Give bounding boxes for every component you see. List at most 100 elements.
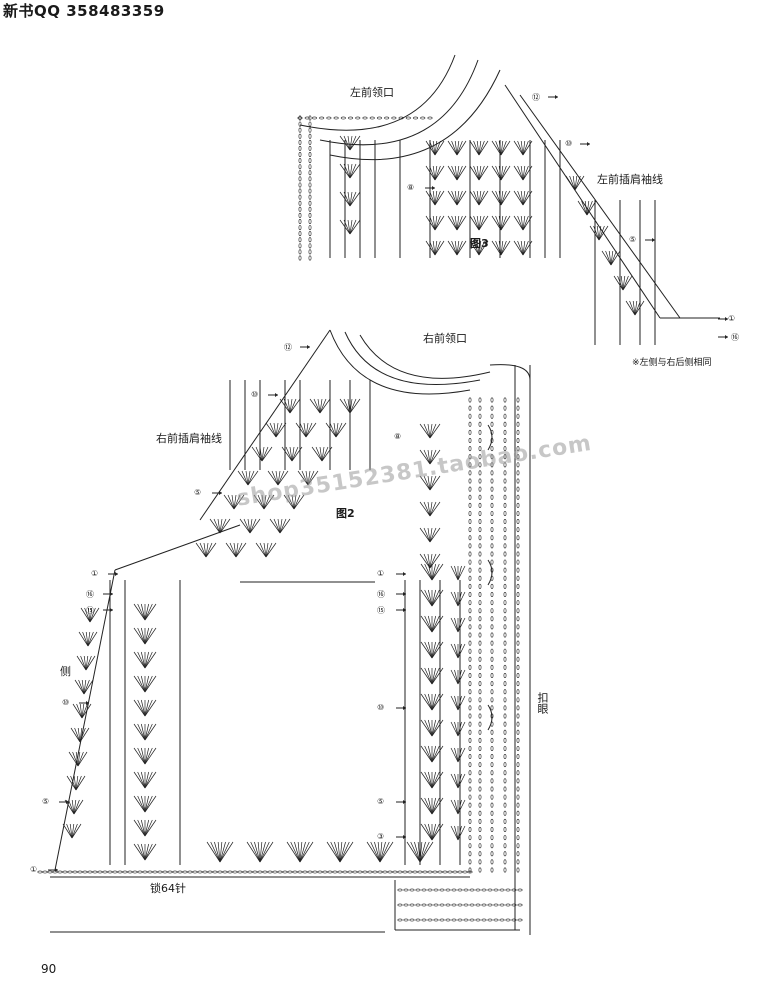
fan-stitch <box>81 703 92 719</box>
fig2-neck-curve <box>344 331 481 386</box>
fig2-foundation-chain <box>87 870 93 874</box>
fig2-band-corner <box>489 364 531 381</box>
fan-stitch <box>500 165 504 181</box>
fan-stitch <box>233 494 241 510</box>
fig2-band-chain <box>478 721 482 727</box>
fan-stitch <box>419 841 423 863</box>
fig3-edge-chain <box>298 182 302 188</box>
fig2-band-chain <box>516 600 520 606</box>
fig3-top-chain <box>427 116 433 120</box>
fan-stitch <box>450 747 459 763</box>
fan-stitch <box>74 679 85 695</box>
fan-stitch <box>79 727 86 743</box>
fan-stitch <box>622 275 629 291</box>
fan-stitch <box>144 843 157 861</box>
fig2-band-chain <box>478 697 482 703</box>
arrow-right-icon <box>587 142 590 146</box>
fig2-band-chain <box>409 903 415 907</box>
fig2-band-chain <box>503 859 507 865</box>
fig2-band-chain <box>490 486 494 492</box>
fan-stitch <box>572 175 576 191</box>
fig2-band-chain <box>468 729 472 735</box>
fan-stitch <box>144 795 157 813</box>
fig2-band-chain <box>468 446 472 452</box>
arrow-right-icon <box>115 572 118 576</box>
fig2-band-chain <box>490 786 494 792</box>
fan-stitch <box>424 589 433 607</box>
fig2-band-chain <box>403 918 409 922</box>
fig3-top-chain <box>311 116 317 120</box>
fig2-band-chain <box>503 446 507 452</box>
fan-stitch <box>431 719 444 737</box>
fig2-band-chain <box>503 624 507 630</box>
fan-stitch <box>605 250 612 266</box>
fan-stitch <box>339 163 351 179</box>
fig2-band-chain <box>516 438 520 444</box>
fan-stitch <box>144 795 153 813</box>
fan-stitch <box>476 165 480 181</box>
fan-stitch <box>349 163 361 179</box>
fan-stitch <box>195 542 207 558</box>
fig2-band-chain <box>516 640 520 646</box>
fan-stitch <box>431 589 440 607</box>
fig2-band-chain <box>490 551 494 557</box>
fig2-band-chain <box>516 745 520 751</box>
fig2-row-marker: ⑧ <box>394 432 402 441</box>
fig3-edge-chain <box>298 164 302 170</box>
fig2-band-chain <box>503 835 507 841</box>
fan-stitch <box>137 651 146 669</box>
fig2-band-chain <box>409 888 415 892</box>
fan-stitch <box>491 165 502 181</box>
fig2-band-chain <box>516 583 520 589</box>
fig2-band-chain <box>516 575 520 581</box>
fan-stitch <box>427 667 433 685</box>
fig2-band-chain <box>503 826 507 832</box>
fig2-row-marker: ③ <box>377 832 385 841</box>
fan-stitch <box>429 165 436 181</box>
fig2-band-chain <box>503 470 507 476</box>
fan-stitch <box>89 607 93 623</box>
fan-stitch <box>133 771 146 789</box>
fan-stitch <box>137 747 146 765</box>
fig2-band-chain <box>478 859 482 865</box>
fig2-row-marker: ① <box>91 569 99 578</box>
fig2-band-chain <box>468 835 472 841</box>
fan-stitch <box>245 470 249 486</box>
fig2-band-chain <box>516 867 520 873</box>
fan-stitch <box>233 494 245 510</box>
fan-stitch <box>473 190 480 206</box>
fig2-band-chain <box>516 648 520 654</box>
fig2-foundation-chain <box>227 870 233 874</box>
fan-stitch <box>457 773 466 789</box>
fig3-edge-chain <box>298 255 302 261</box>
fan-stitch <box>429 423 433 439</box>
fan-stitch <box>513 240 524 256</box>
fig2-band-chain <box>493 888 499 892</box>
fan-stitch <box>277 470 285 486</box>
fig2-band-chain <box>478 608 482 614</box>
fan-stitch <box>517 215 524 231</box>
fan-stitch <box>203 542 207 558</box>
fig2-foundation-chain <box>302 870 308 874</box>
fan-stitch <box>85 655 92 671</box>
fig2-band-chain <box>457 918 463 922</box>
fan-stitch <box>613 275 624 291</box>
fig2-band-chain <box>516 826 520 832</box>
fan-stitch <box>279 518 291 534</box>
fan-stitch <box>379 841 383 863</box>
fig2-foundation-chain <box>182 870 188 874</box>
fan-stitch <box>456 165 463 181</box>
fan-stitch <box>140 819 146 837</box>
fig2-foundation-chain <box>417 870 423 874</box>
fan-stitch <box>75 775 79 791</box>
fig2-band-chain <box>503 843 507 849</box>
fig2-band-chain <box>468 843 472 849</box>
fan-stitch <box>520 140 524 156</box>
fan-stitch <box>434 165 438 181</box>
fan-stitch <box>219 518 227 534</box>
fig2-foundation-chain <box>332 870 338 874</box>
fan-stitch <box>456 215 463 231</box>
fan-stitch <box>137 819 146 837</box>
fig2-band-chain <box>469 888 475 892</box>
fan-stitch <box>349 219 357 235</box>
